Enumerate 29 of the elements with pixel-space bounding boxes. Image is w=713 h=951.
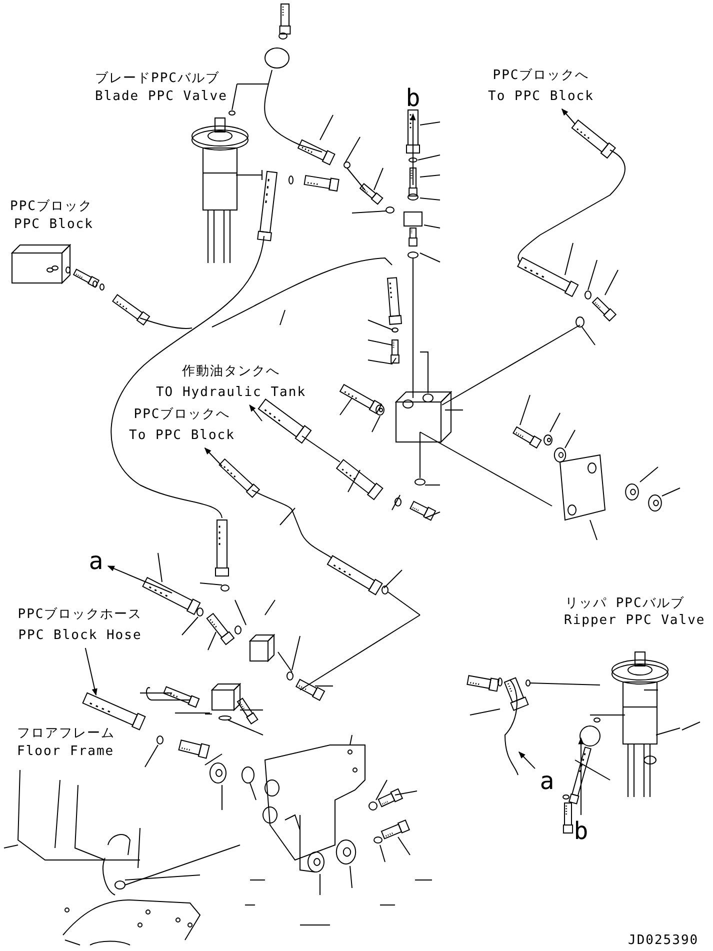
reference-letter: b	[406, 85, 420, 111]
arrow	[561, 108, 576, 124]
reference-letter: b	[574, 818, 588, 844]
part-label: リッパ PPCバルブ	[565, 595, 684, 613]
arrow	[578, 737, 584, 816]
part-label: Ripper PPC Valve	[564, 612, 706, 630]
callout-label: PPCブロックへ	[134, 406, 230, 424]
arrow	[84, 648, 98, 696]
callout-label: PPC Block Hose	[18, 627, 142, 645]
part-label: Blade PPC Valve	[95, 88, 228, 106]
drawing-number: JD025390	[628, 932, 699, 950]
callout-label: PPCブロックホース	[18, 606, 142, 624]
reference-letter: a	[88, 548, 104, 574]
part-label: ブレードPPCバルブ	[95, 70, 220, 88]
part-label: Floor Frame	[17, 743, 114, 761]
arrow	[410, 113, 416, 186]
part-label: フロアフレーム	[17, 725, 115, 743]
reference-letter: a	[540, 768, 554, 794]
part-label: PPCブロック	[10, 198, 92, 216]
callout-label: TO Hydraulic Tank	[156, 384, 306, 402]
arrow	[107, 566, 172, 594]
arrow	[518, 752, 536, 770]
part-label: PPC Block	[14, 216, 94, 234]
callout-label: PPCブロックへ	[492, 67, 590, 85]
arrow	[204, 448, 222, 466]
callout-label: To PPC Block	[488, 88, 594, 106]
callout-label: 作動油タンクへ	[182, 363, 280, 381]
arrow	[249, 404, 262, 422]
callout-label: To PPC Block	[129, 427, 235, 445]
